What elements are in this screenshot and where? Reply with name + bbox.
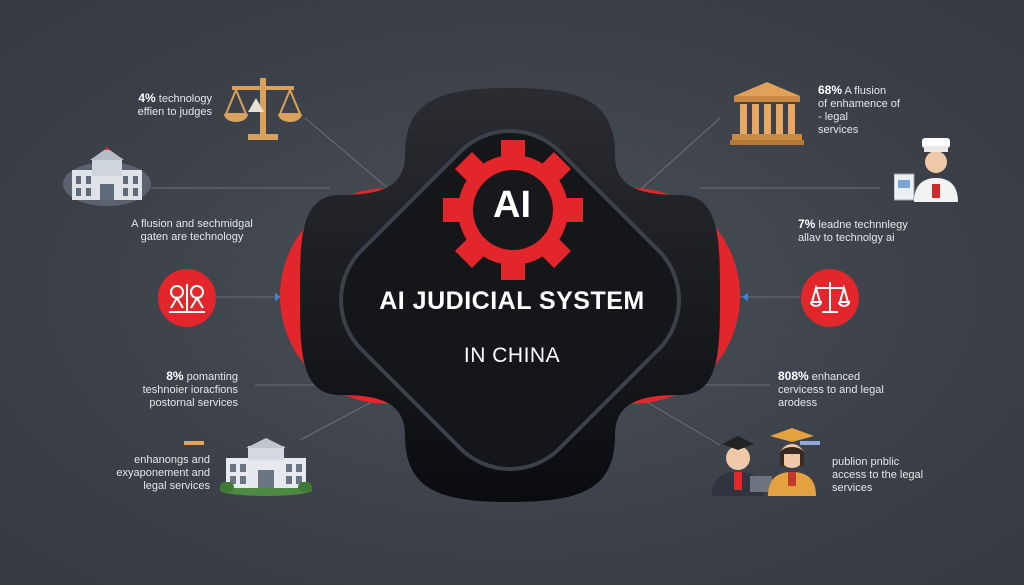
left-item-2-text: A flusion and sechmidgal gaten are techn… — [131, 218, 253, 243]
courthouse-icon — [63, 146, 151, 206]
left-item-4: 8% pomanting teshnoier ioracfions postor… — [60, 370, 238, 410]
justice-gears-icon — [158, 269, 216, 327]
left-item-5-text: enhanongs and exyaponement and legal ser… — [116, 454, 210, 492]
graduates-icon — [712, 428, 816, 496]
accent-marker — [184, 441, 204, 445]
left-item-1: 4% technology effien to judges — [50, 92, 212, 119]
right-item-3-pct: 7% — [798, 217, 816, 231]
government-building-icon — [220, 438, 312, 496]
right-item-1-pct: 68% — [818, 83, 843, 97]
page-subtitle: IN CHINA — [463, 344, 561, 367]
right-item-1: 68% A flusion of enhamence of - legal se… — [818, 84, 988, 137]
scales-icon — [224, 78, 302, 140]
temple-icon — [730, 82, 804, 145]
right-item-5-pct: 808% — [778, 369, 809, 383]
central-hub-shape — [280, 88, 740, 502]
right-item-6-text: publion pnblic access to the legal servi… — [832, 456, 924, 494]
left-item-1-pct: 4% — [138, 91, 156, 105]
right-item-1-text: A flusion of enhamence of - legal servic… — [818, 85, 900, 136]
left-item-4-text: pomanting teshnoier ioracfions postornal… — [142, 371, 238, 409]
left-item-4-pct: 8% — [166, 369, 184, 383]
scales-badge-icon — [801, 269, 859, 327]
right-item-3: 7% leadne technnlegy allav to technolgy … — [798, 218, 998, 245]
accent-marker — [800, 441, 820, 445]
right-item-5: 808% enhanced cervicess to and legal aro… — [778, 370, 978, 410]
left-item-1-text: technology effien to judges — [137, 93, 212, 118]
right-item-3-text: leadne technnlegy allav to technolgy ai — [798, 219, 908, 244]
right-item-5-text: enhanced cervicess to and legal arodess — [778, 371, 884, 409]
ai-badge-label: AI — [493, 184, 531, 226]
page-title: AI JUDICIAL SYSTEM — [379, 287, 645, 315]
judge-avatar-icon — [894, 138, 958, 202]
